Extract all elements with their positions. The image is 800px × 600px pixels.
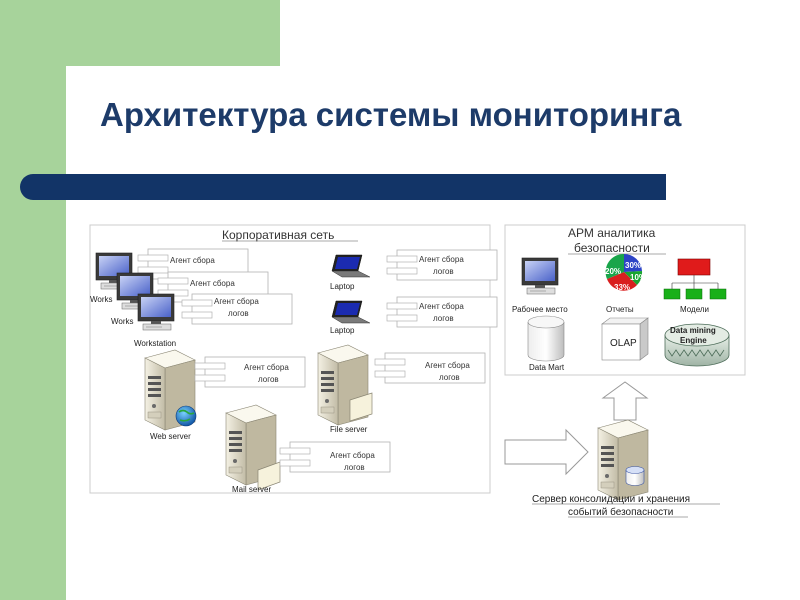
web-server-label: Web server (150, 432, 191, 441)
corporate-network-label: Корпоративная сеть (222, 228, 334, 242)
workstation-2-label: Works (111, 317, 134, 326)
agent-box-web-server (194, 356, 306, 388)
laptop-2-label: Laptop (330, 326, 355, 335)
agent-label-workstation-3-line-2: логов (228, 309, 249, 318)
file-server: Агент сбора логов File server (317, 344, 486, 434)
workstation-3-label: Workstation (134, 339, 176, 348)
analyst-workplace: Рабочее место (512, 257, 568, 314)
consolidation-server-label-line-2: событий безопасности (568, 506, 673, 518)
pie-slice-20 (605, 253, 624, 279)
pie-label-30: 30% (625, 261, 641, 270)
model-child-box (663, 288, 681, 300)
agent-label-mail-server-line-1: Агент сбора (330, 451, 375, 460)
laptop-1-label: Laptop (330, 282, 355, 291)
models-tree: Модели (663, 258, 727, 314)
pie-label-33: 33% (614, 283, 630, 292)
folder-icon (349, 392, 373, 422)
globe-icon (175, 405, 197, 427)
data-mining-label-line-2: Engine (680, 336, 707, 345)
model-child-box (685, 288, 703, 300)
mail-server-label: Mail server (232, 485, 271, 494)
reports-pie-chart: 30% 20% 10% 33% Отчеты (605, 253, 646, 314)
models-label: Модели (680, 305, 709, 314)
envelope-icon (257, 461, 281, 491)
agent-label-workstation-2: Агент сбора (190, 279, 235, 288)
analyst-panel-label-line-2: безопасности (574, 241, 650, 255)
workstation-1-label: Works (90, 295, 113, 304)
agent-label-laptop-1-line-1: Агент сбора (419, 255, 464, 264)
agent-label-workstation-1: Агент сбора (170, 256, 215, 265)
data-mining-engine: Data mining Engine (664, 323, 730, 367)
corporate-network-panel: Корпоративная сеть Агент сбора Works Аге… (89, 224, 498, 494)
agent-label-web-server-line-2: логов (258, 375, 279, 384)
data-mining-label-line-1: Data mining (670, 326, 716, 335)
mail-server: Агент сбора логов Mail server (225, 404, 391, 494)
arrow-right-icon (504, 428, 589, 476)
consolidation-server-label-line-1: Сервер консолидации и хранения (532, 494, 690, 505)
analyst-panel-label-line-1: АРМ аналитика (568, 226, 656, 240)
agent-label-laptop-2-line-2: логов (433, 314, 454, 323)
workstation-3: Агент сбора логов Workstation (134, 293, 293, 348)
pie-slice-10 (624, 271, 643, 285)
model-child-box (709, 288, 727, 300)
database-icon (527, 315, 565, 329)
olap-cube: OLAP (601, 317, 649, 361)
laptop-2: Агент сбора логов Laptop (330, 296, 498, 335)
green-left-band (0, 0, 66, 600)
agent-label-file-server-line-2: логов (439, 373, 460, 382)
pie-slice-30 (624, 253, 642, 272)
consolidation-server: Сервер консолидации и хранения событий б… (532, 419, 720, 518)
pie-label-20: 20% (605, 267, 621, 276)
agent-label-web-server-line-1: Агент сбора (244, 363, 289, 372)
agent-label-laptop-2-line-1: Агент сбора (419, 302, 464, 311)
analyst-workstation-panel: АРМ аналитика безопасности Рабочее место… (504, 224, 746, 376)
web-server: Агент сбора логов Web server (144, 349, 306, 441)
data-mart-label: Data Mart (529, 363, 565, 372)
reports-label: Отчеты (606, 305, 634, 314)
workstation-2: Агент сбора Works (111, 271, 269, 326)
workplace-label: Рабочее место (512, 305, 568, 314)
agent-label-mail-server-line-2: логов (344, 463, 365, 472)
database-icon (625, 466, 645, 474)
agent-label-laptop-1-line-2: логов (433, 267, 454, 276)
pie-slice-33 (607, 272, 637, 291)
arrow-up-icon (601, 381, 649, 421)
gear-icon (667, 349, 725, 357)
title-underline-bar (20, 174, 666, 200)
file-server-label: File server (330, 425, 368, 434)
data-mart: Data Mart (527, 315, 565, 372)
workstation-1: Агент сбора Works (90, 248, 249, 304)
model-root-box (677, 258, 711, 276)
agent-label-workstation-3-line-1: Агент сбора (214, 297, 259, 306)
agent-label-file-server-line-1: Агент сбора (425, 361, 470, 370)
pie-label-10: 10% (630, 273, 646, 282)
laptop-1: Агент сбора логов Laptop (330, 249, 498, 291)
olap-label: OLAP (610, 338, 637, 349)
slide-title: Архитектура системы мониторинга (100, 96, 682, 133)
